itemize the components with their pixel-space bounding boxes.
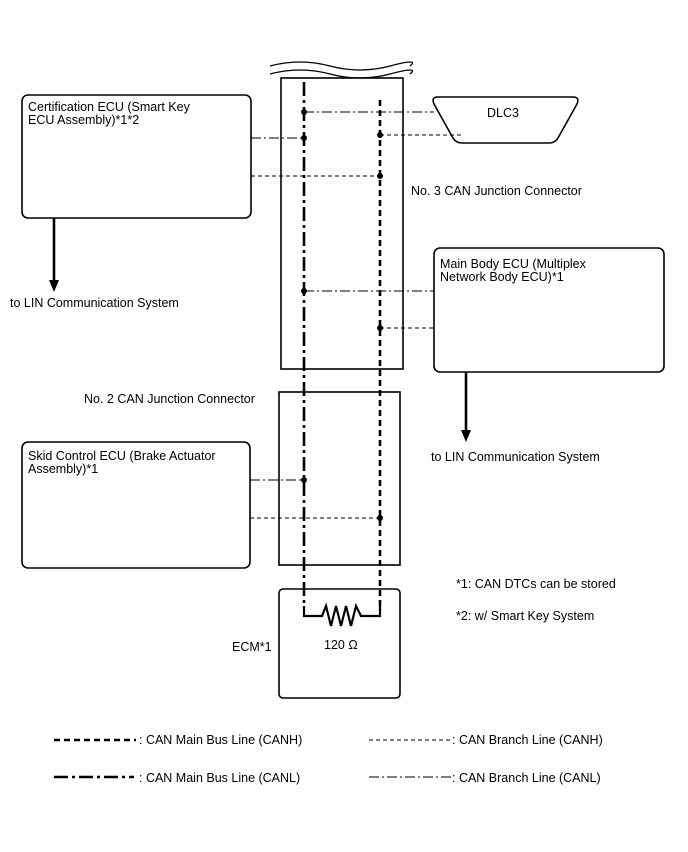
legend-branch-canl-text: : CAN Branch Line (CANL)	[452, 771, 601, 785]
no3-connector-label: No. 3 CAN Junction Connector	[411, 184, 582, 198]
legend-main-canh-text: : CAN Main Bus Line (CANH)	[139, 733, 303, 747]
no3-junction-connector	[280, 77, 404, 370]
note-2: *2: w/ Smart Key System	[456, 609, 595, 623]
no2-connector-label: No. 2 CAN Junction Connector	[84, 392, 255, 406]
dlc3-connector-shape	[432, 96, 579, 144]
resistor-label: 120 Ω	[324, 638, 358, 652]
skid-control-ecu-label: Skid Control ECU (Brake Actuator Assembl…	[28, 450, 216, 476]
legend-main-canl-text: : CAN Main Bus Line (CANL)	[139, 771, 301, 785]
junction-dot	[377, 173, 383, 179]
main-body-ecu-box	[433, 247, 665, 373]
no2-junction-connector	[278, 391, 401, 566]
certification-ecu-line1: Certification ECU (Smart Key	[28, 100, 190, 114]
skid-control-ecu-line2: Assembly)*1	[28, 462, 99, 476]
legend-branch-canh-text: : CAN Branch Line (CANH)	[452, 733, 603, 747]
certification-ecu-box	[21, 94, 252, 219]
junction-dot	[377, 132, 383, 138]
junction-dot	[301, 288, 307, 294]
lin-left-label: to LIN Communication System	[10, 296, 179, 310]
certification-ecu-label: Certification ECU (Smart Key ECU Assembl…	[28, 101, 190, 127]
note-1: *1: CAN DTCs can be stored	[456, 577, 616, 591]
junction-dot	[377, 325, 383, 331]
certification-ecu-line2: ECU Assembly)*1*2	[28, 113, 140, 127]
break-line-top	[269, 61, 414, 71]
junction-dot	[377, 515, 383, 521]
ecm-box	[278, 588, 401, 699]
resistor-120-ohm	[302, 602, 382, 627]
junction-dot	[301, 477, 307, 483]
arrow-lin-left-head	[49, 280, 59, 292]
junction-dot	[301, 109, 307, 115]
main-body-ecu-label: Main Body ECU (Multiplex Network Body EC…	[440, 258, 586, 284]
break-line-bottom	[269, 69, 414, 79]
junction-dot	[301, 135, 307, 141]
main-body-ecu-line2: Network Body ECU)*1	[440, 270, 564, 284]
arrow-lin-right-head	[461, 430, 471, 442]
ecm-label: ECM*1	[232, 640, 272, 654]
skid-control-ecu-line1: Skid Control ECU (Brake Actuator	[28, 449, 216, 463]
skid-control-ecu-box	[21, 441, 251, 569]
main-body-ecu-line1: Main Body ECU (Multiplex	[440, 257, 586, 271]
dlc3-label: DLC3	[487, 106, 519, 120]
lin-right-label: to LIN Communication System	[431, 450, 600, 464]
